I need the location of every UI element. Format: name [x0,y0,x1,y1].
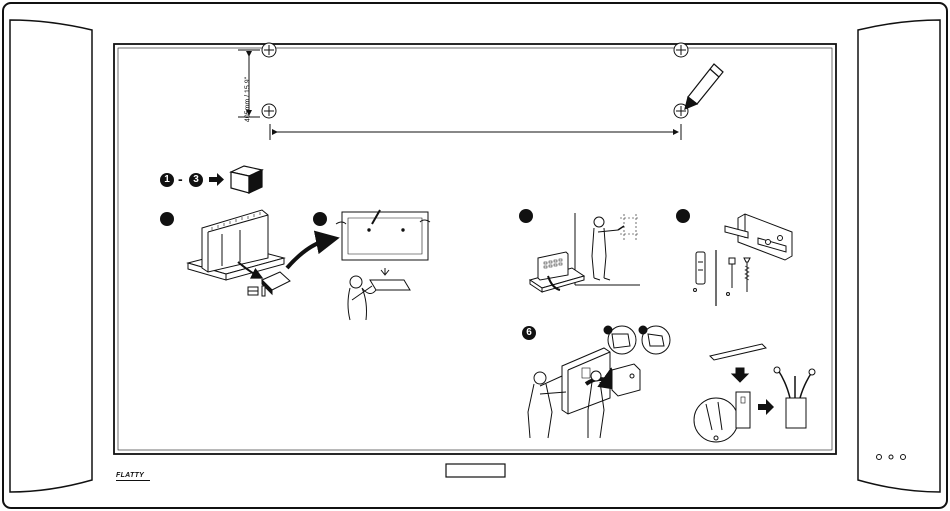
measure-label: 405mm / 15.9" [245,70,252,130]
arrow-right-icon [758,399,774,415]
arrow-curve [287,240,328,268]
brand-logo: FLATTY [116,472,150,481]
pencil-icon [685,64,723,109]
horizontal-dimension [270,124,681,140]
step-7-marker [519,209,533,223]
control-button-3 [901,455,906,460]
step1-illustration [188,210,290,296]
step5-illustration [694,214,793,306]
step4-illustration [530,213,640,292]
box-icon [231,166,262,193]
control-button-1 [877,455,882,460]
step-8-marker [676,209,690,223]
step-4-marker [160,212,174,226]
step-5-marker [313,212,327,226]
step7-illustration [694,344,815,442]
screw-icon [729,258,735,288]
wall-plug-icon [696,252,705,284]
arrow-right-icon [209,173,224,186]
center-slot [446,464,505,477]
step-number-6: 6 [522,326,536,340]
crosshair-icon [262,43,276,57]
step6-illustration [528,326,670,438]
step-number-3: 3 [189,173,203,187]
control-button-2 [889,455,893,459]
step-number-1: 1 [160,173,174,187]
left-speaker [10,20,92,492]
step2-illustration [336,210,430,320]
crosshair-icon [674,43,688,57]
tv-outer-frame [3,3,947,508]
step-range-dash: - [178,171,183,187]
screw-icon [744,258,750,292]
crosshair-icon [262,104,276,118]
right-speaker [858,20,940,492]
